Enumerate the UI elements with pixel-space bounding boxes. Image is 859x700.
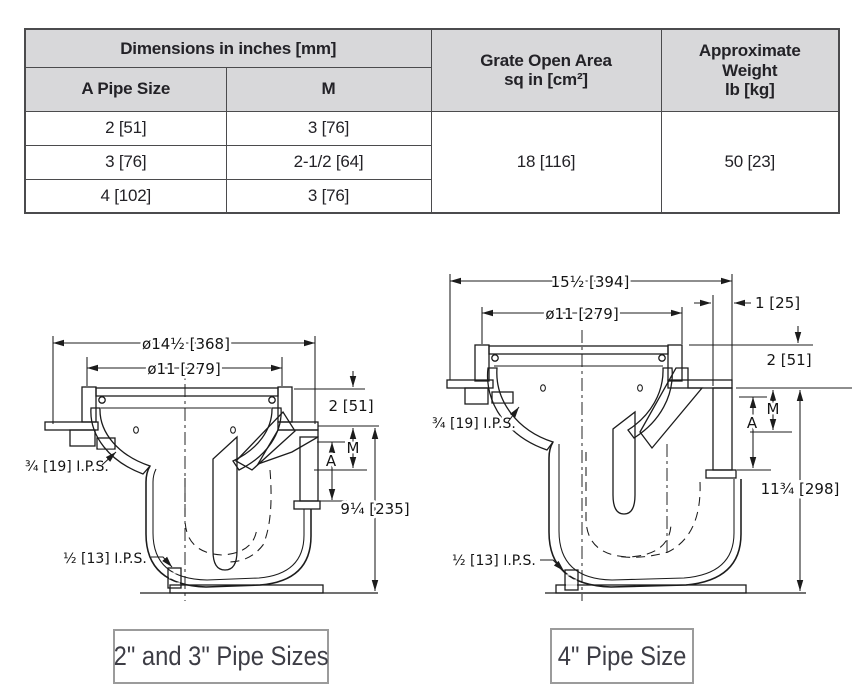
left-drawing: ø14½ [368] ø11 [279] 2 [51] M A 9¼ [235]… (25, 333, 412, 601)
m-cell: 3 [76] (225, 110, 432, 146)
dim-outlet-extension-label: 1 [25] (755, 294, 800, 312)
trap-outer-wall (548, 441, 742, 588)
dim-m-label: M (767, 400, 780, 418)
ips-34-label: ¾ [19] I.P.S. (432, 416, 516, 432)
left-drain-body (44, 360, 378, 601)
dim-rim-depth-label: 2 [51] (766, 351, 811, 369)
right-drain-body (446, 330, 806, 601)
pipe-size-cell: 4 [102] (24, 178, 227, 214)
side-tapping-boss (96, 437, 116, 450)
grate (95, 387, 279, 397)
approx-weight-header: Approximate Weight lb [kg] (660, 28, 840, 112)
caption-text: 4" Pipe Size (557, 640, 687, 671)
threaded-outlet (299, 436, 319, 502)
grate-open-area-value: 18 [116] (430, 110, 662, 214)
dim-overall-height-label: 11¾ [298] (761, 480, 840, 498)
right-drawing: 15½ [394] 1 [25] ø11 [279] 2 [51] M A 11… (430, 271, 852, 601)
cleanout-plug (564, 569, 579, 591)
dim-overall-width-label: 15½ [394] (551, 273, 630, 291)
dim-a-label: A (747, 414, 758, 432)
left-drawing-dimensions: ø14½ [368] ø11 [279] 2 [51] M A 9¼ [235]… (25, 333, 412, 591)
caption-2-3-pipe-sizes: 2" and 3" Pipe Sizes (113, 629, 329, 684)
trap-outer-wall (145, 465, 312, 588)
side-tapping-boss (491, 391, 514, 404)
ips-34-label: ¾ [19] I.P.S. (25, 459, 109, 475)
grate-open-area-header: Grate Open Area sq in [cm²] (430, 28, 662, 112)
pipe-size-cell: 3 [76] (24, 144, 227, 180)
dim-a-label: A (326, 452, 337, 470)
m-cell: 3 [76] (225, 178, 432, 214)
right-drawing-dimensions: 15½ [394] 1 [25] ø11 [279] 2 [51] M A 11… (430, 271, 852, 591)
trap-inner-pipe (612, 410, 636, 515)
table-row: 4 [102] 3 [76] (24, 178, 839, 214)
threaded-outlet (712, 387, 733, 471)
weight-header-line2: Weight (722, 60, 778, 80)
weight-value: 50 [23] (660, 110, 840, 214)
caption-text: 2" and 3" Pipe Sizes (113, 641, 329, 671)
grate-header-line1: Grate Open Area (480, 51, 612, 71)
pipe-size-col-header: A Pipe Size (24, 66, 227, 112)
dim-overall-diameter-label: ø14½ [368] (142, 335, 230, 353)
cleanout-plug (167, 567, 182, 589)
dim-grate-diameter-label: ø11 [279] (147, 360, 220, 378)
m-col-header: M (225, 66, 432, 112)
grate-header-line2: sq in [cm²] (504, 70, 588, 90)
weight-header-line1: Approximate (698, 41, 801, 61)
ips-12-label: ½ [13] I.P.S. (452, 553, 536, 569)
dim-overall-height-label: 9¼ [235] (340, 500, 409, 518)
m-cell: 2-1/2 [64] (225, 144, 432, 180)
dim-m-label: M (347, 439, 360, 457)
ips-12-label: ½ [13] I.P.S. (63, 551, 147, 567)
dim-rim-depth-label: 2 [51] (328, 397, 373, 415)
table-row: 3 [76] 2-1/2 [64] (24, 144, 839, 180)
table-row: 2 [51] 3 [76] 18 [116] 50 [23] (24, 110, 840, 214)
pipe-size-cell: 2 [51] (24, 110, 227, 146)
dims-group-header: Dimensions in inches [mm] (24, 28, 432, 68)
dim-grate-diameter-label: ø11 [279] (545, 305, 618, 323)
caption-4-pipe-size: 4" Pipe Size (550, 628, 694, 684)
dimensions-table: Dimensions in inches [mm] Grate Open Are… (24, 28, 840, 214)
weight-header-line3: lb [kg] (724, 79, 775, 99)
trap-inner-pipe (212, 435, 238, 571)
grate (488, 345, 669, 355)
